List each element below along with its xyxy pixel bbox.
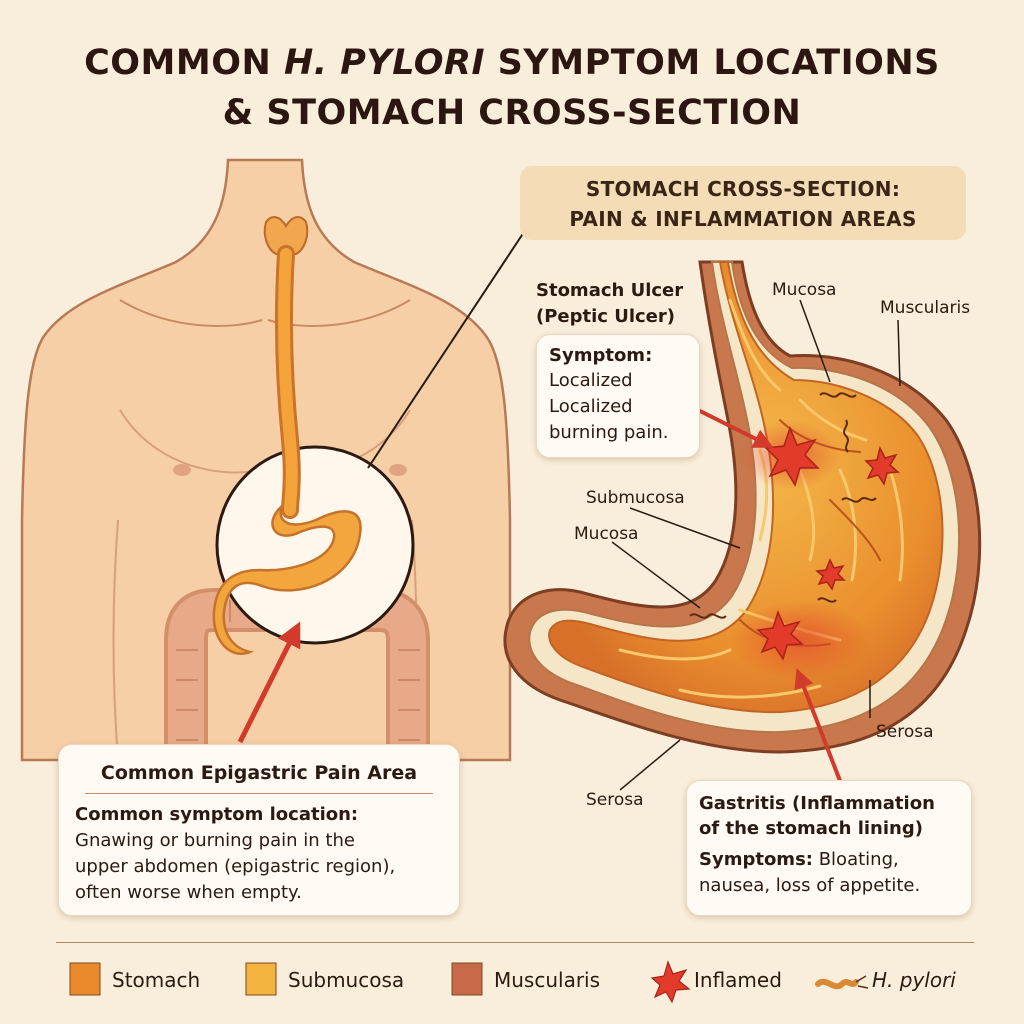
epigastric-heading: Common Epigastric Pain Area	[85, 759, 433, 794]
stomach-cross-section	[503, 260, 982, 754]
epigastric-line: upper abdomen (epigastric region),	[75, 856, 396, 877]
label-mucosa-left: Mucosa	[574, 524, 639, 544]
epigastric-line: Gnawing or burning pain in the	[75, 830, 355, 851]
label-mucosa-top: Mucosa	[772, 280, 837, 300]
label-submucosa: Submucosa	[586, 488, 685, 508]
inflamed-star-icon	[756, 425, 900, 661]
ulcer-symptom-line: burning pain.	[549, 422, 669, 443]
legend-divider	[56, 942, 974, 943]
epigastric-arrow	[237, 621, 301, 744]
gastritis-arrow	[794, 668, 844, 787]
ulcer-symptom-line: Localized	[549, 396, 633, 417]
page-title: COMMON H. PYLORI SYMPTOM LOCATIONS & STO…	[84, 43, 940, 133]
inflamed-legend-icon	[650, 960, 691, 1004]
ulcer-symptom-heading: Symptom:	[549, 345, 653, 366]
legend-item-muscularis: Muscularis	[494, 968, 601, 992]
torso-stomach	[212, 245, 362, 655]
label-serosa-bottom: Serosa	[586, 790, 644, 810]
ulcer-symptom-line: Localized	[549, 370, 633, 391]
gastritis-symptoms: Symptoms: Bloating, nausea, loss of appe…	[699, 849, 921, 896]
cross-section-header: STOMACH CROSS-SECTION: PAIN & INFLAMMATI…	[520, 166, 966, 240]
gastritis-info-box: Gastritis (Inflammation of the stomach l…	[686, 780, 972, 916]
ulcer-title: Stomach Ulcer (Peptic Ulcer)	[536, 280, 684, 327]
legend-item-stomach: Stomach	[112, 968, 201, 992]
legend-item-h-pylori: H. pylori	[872, 968, 956, 992]
epigastric-line: often worse when empty.	[75, 882, 302, 903]
h-pylori-legend-icon	[815, 975, 869, 990]
label-muscularis: Muscularis	[880, 298, 971, 318]
h-pylori-bacteria	[689, 392, 877, 619]
epigastric-subheading: Common symptom location:	[75, 804, 359, 825]
label-serosa-right: Serosa	[876, 722, 934, 742]
gastritis-heading: Gastritis (Inflammation of the stomach l…	[699, 793, 935, 839]
legend: Stomach Submucosa Muscularis Inflamed H.…	[64, 960, 974, 1000]
focus-circle	[215, 445, 415, 645]
ulcer-symptom-box: Symptom: Localized Localized burning pai…	[536, 334, 700, 458]
thyroid-icon	[263, 216, 309, 255]
legend-item-submucosa: Submucosa	[288, 968, 405, 992]
legend-item-inflamed: Inflamed	[694, 968, 782, 992]
epigastric-info-box: Common Epigastric Pain Area Common sympt…	[58, 744, 460, 916]
